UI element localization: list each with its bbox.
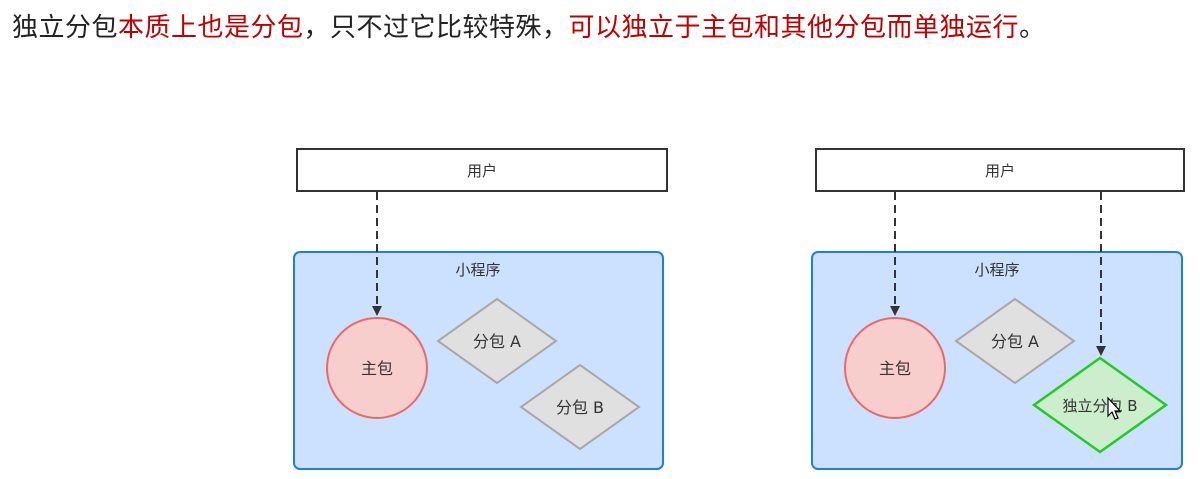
left-subpackage-a-label: 分包 A <box>473 332 521 351</box>
left-main-package-label: 主包 <box>361 359 393 378</box>
right-independent-subpackage-b-diamond <box>1031 356 1169 454</box>
headline-highlight-1: 本质上也是分包 <box>118 13 304 43</box>
right-diagram: 用户 小程序 主包 分包 A 独立分包 B <box>811 148 1185 470</box>
headline-highlight-2: 可以独立于主包和其他分包而单独运行 <box>568 13 1020 43</box>
mouse-pointer-icon <box>1107 396 1122 420</box>
left-subpackage-a-diamond <box>436 297 558 385</box>
right-subpackage-a-label: 分包 A <box>991 332 1039 351</box>
right-user-box <box>815 148 1185 192</box>
left-container-label: 小程序 <box>455 261 500 279</box>
right-main-package-circle <box>844 317 946 419</box>
right-user-label: 用户 <box>985 162 1015 180</box>
left-user-box <box>296 148 668 192</box>
left-diagram: 用户 小程序 主包 分包 A 分包 B <box>293 148 668 470</box>
right-subpackage-a-diamond <box>954 297 1076 385</box>
right-container-label: 小程序 <box>974 261 1019 279</box>
headline-part-1: 独立分包 <box>12 13 119 43</box>
left-main-package-circle <box>326 317 428 419</box>
right-independent-subpackage-b-label: 独立分包 B <box>1062 397 1137 415</box>
left-user-label: 用户 <box>467 162 497 180</box>
headline-part-5: 。 <box>1019 13 1046 43</box>
left-subpackage-b-label: 分包 B <box>556 398 604 417</box>
right-main-package-label: 主包 <box>879 359 911 378</box>
headline-part-3: ，只不过它比较特殊， <box>303 13 569 43</box>
left-subpackage-b-diamond <box>519 363 641 451</box>
headline-text: 独立分包本质上也是分包，只不过它比较特殊，可以独立于主包和其他分包而单独运行。 <box>12 10 1046 46</box>
